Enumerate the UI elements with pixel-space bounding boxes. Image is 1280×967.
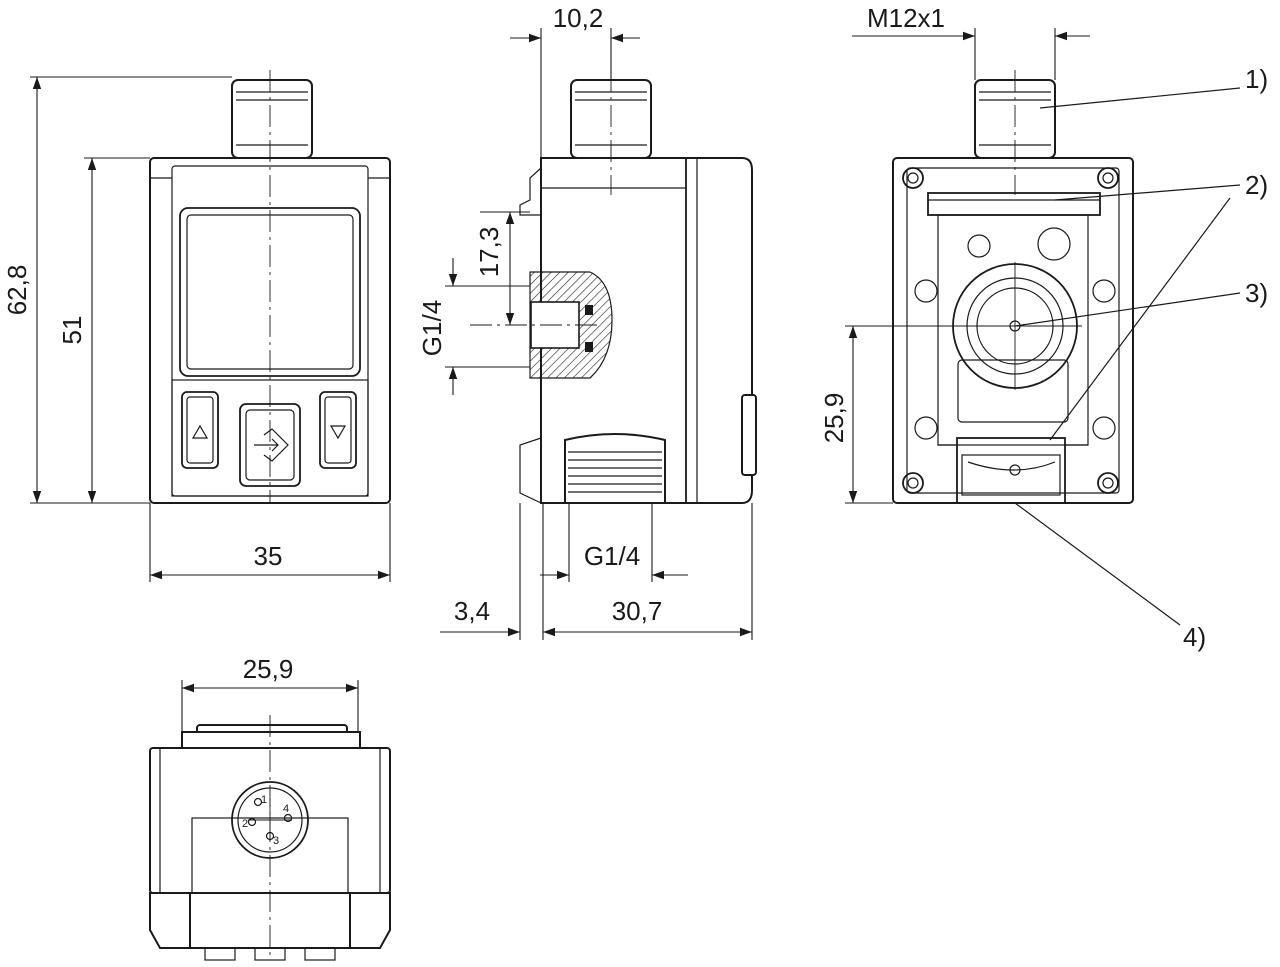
dim-51: 51 (57, 316, 87, 345)
callout-4: 4) (1183, 622, 1206, 652)
dim-m12x1: M12x1 (867, 3, 945, 33)
dim-g14-left: G1/4 (417, 300, 447, 356)
pin-2-label: 2 (242, 818, 248, 830)
dim-35: 35 (254, 541, 283, 571)
dim-10-2: 10,2 (553, 3, 604, 33)
pin-3-label: 3 (273, 835, 279, 847)
back-view (845, 28, 1241, 626)
dim-25-9-back: 25,9 (819, 393, 849, 444)
front-view (30, 70, 391, 582)
dim-3-4: 3,4 (454, 596, 490, 626)
callout-3: 3) (1245, 278, 1268, 308)
dim-30-7: 30,7 (612, 596, 663, 626)
dim-62-8: 62,8 (2, 265, 32, 316)
dim-17-3: 17,3 (474, 227, 504, 278)
callout-2: 2) (1245, 170, 1268, 200)
pin-1-label: 1 (261, 794, 267, 806)
side-view (440, 28, 757, 640)
callout-1: 1) (1245, 64, 1268, 94)
pin-4-label: 4 (283, 803, 289, 815)
dim-25-9-bottom: 25,9 (243, 654, 294, 684)
bottom-view (149, 680, 391, 961)
dim-g14-bottom: G1/4 (584, 541, 640, 571)
